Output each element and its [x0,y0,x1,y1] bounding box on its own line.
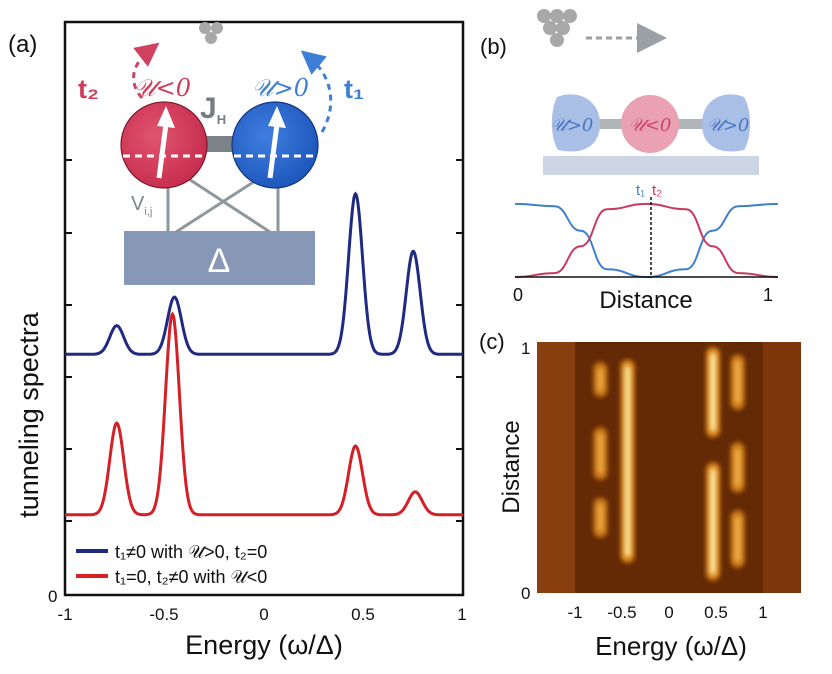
t2-hop-arrow [132,42,160,99]
panel-c-xtick-2: -0.5 [607,603,636,622]
panel-c-ytick-0: 0 [521,584,530,603]
panel-c-xlabel: Energy (ω/Δ) [595,631,747,661]
heat-band-core-1-2 [597,433,604,474]
substrate-delta: Δ [208,242,231,280]
panel-c-xtick-4: 0.5 [704,603,728,622]
spectrum-line-2 [65,311,463,517]
chain-site-right [702,94,750,152]
substrate-block [124,231,315,285]
panel-c-x-ticks: -1 -0.5 0 0.5 1 [567,603,767,622]
chain-label-right: 𝒰>0 [707,115,750,136]
panel-c-ytick-1: 1 [521,339,530,358]
chain-site-left [551,94,600,152]
vij-label: Vi,j [131,193,152,218]
panel-b-t2: t₂ [652,182,662,199]
u-pos-label: 𝒰>0 [252,74,309,102]
t2-label: t₂ [78,74,99,104]
panel-b-label: (b) [480,34,507,59]
panel-a-label: (a) [8,31,37,58]
panel-a-inset: Δ Vi,j JH t₂ t₁ [78,22,364,285]
panel-b-t1: t₁ [636,182,645,199]
panel-a-frame [63,20,465,597]
panel-a-xtick-3: 0 [259,605,268,624]
heat-band-core-4-3 [734,360,741,404]
panel-a-ylabel: tunneling spectra [14,311,44,518]
panel-b-xlabel: Distance [599,287,692,314]
panel-a-xtick-2: -0.5 [149,605,178,624]
panel-b: (b) 𝒰>0 𝒰<0 𝒰>0 t₁ t₂ 0 1 Distance [480,9,779,314]
heatmap-bands [593,347,745,581]
panel-c-xtick-5: 1 [758,603,767,622]
tip-icon [199,22,223,44]
panel-c-xtick-1: -1 [567,603,582,622]
panel-a-xtick-1: -1 [57,605,72,624]
panel-a-x-ticks: -1 -0.5 0 0.5 1 [57,605,466,624]
panel-b-xtick-1: 1 [763,285,773,305]
t1-hop-arrow [300,50,333,133]
hopping-curve-1 [514,202,779,279]
heat-band-core-2-1 [624,365,631,557]
panel-a-xlabel: Energy (ω/Δ) [185,630,343,660]
heat-band-core-3-2 [710,353,716,432]
panel-c: (c) 1 0 Distance -1 -0.5 0 0.5 1 Energy … [479,329,801,661]
chain-substrate [543,156,759,175]
tip-cluster-icon [537,9,667,53]
heat-band-core-1-3 [597,368,604,392]
panel-a-spectra [65,191,463,517]
panel-c-ylabel: Distance [498,420,525,513]
panel-b-hopping-curves [514,202,779,279]
jh-label: JH [200,92,226,127]
panel-a-legend: t₁≠0 with 𝒰>0, t₂=0 t₁=0, t₂≠0 with 𝒰<0 [76,542,267,587]
chain-label-center: 𝒰<0 [629,115,672,136]
chain-site-center [621,95,679,153]
spectrum-line-1 [65,191,463,356]
panel-a-y-zero: 0 [48,587,57,606]
t1-label: t₁ [344,74,364,104]
panel-a: (a) 0 tunneling spectra -1 -0.5 0 0.5 1 [8,20,467,660]
heat-band-core-1-1 [597,503,604,532]
panel-a-xtick-4: 0.5 [351,605,375,624]
heat-band-core-4-2 [734,448,741,487]
chain-label-left: 𝒰>0 [551,115,594,136]
panel-a-xtick-5: 1 [457,605,466,624]
heat-band-core-4-1 [734,516,741,562]
legend-label-red: t₁=0, t₂≠0 with 𝒰<0 [115,567,267,587]
panel-b-xtick-0: 0 [513,285,523,305]
panel-c-label: (c) [479,329,505,354]
heat-band-core-3-1 [710,468,716,575]
panel-a-y-ticks [65,159,463,522]
legend-label-blue: t₁≠0 with 𝒰>0, t₂=0 [115,542,267,562]
hopping-curve-2 [514,202,779,278]
panel-c-xtick-3: 0 [664,603,673,622]
spin-arrows-icon [123,106,316,179]
u-neg-label: 𝒰<0 [134,74,191,102]
